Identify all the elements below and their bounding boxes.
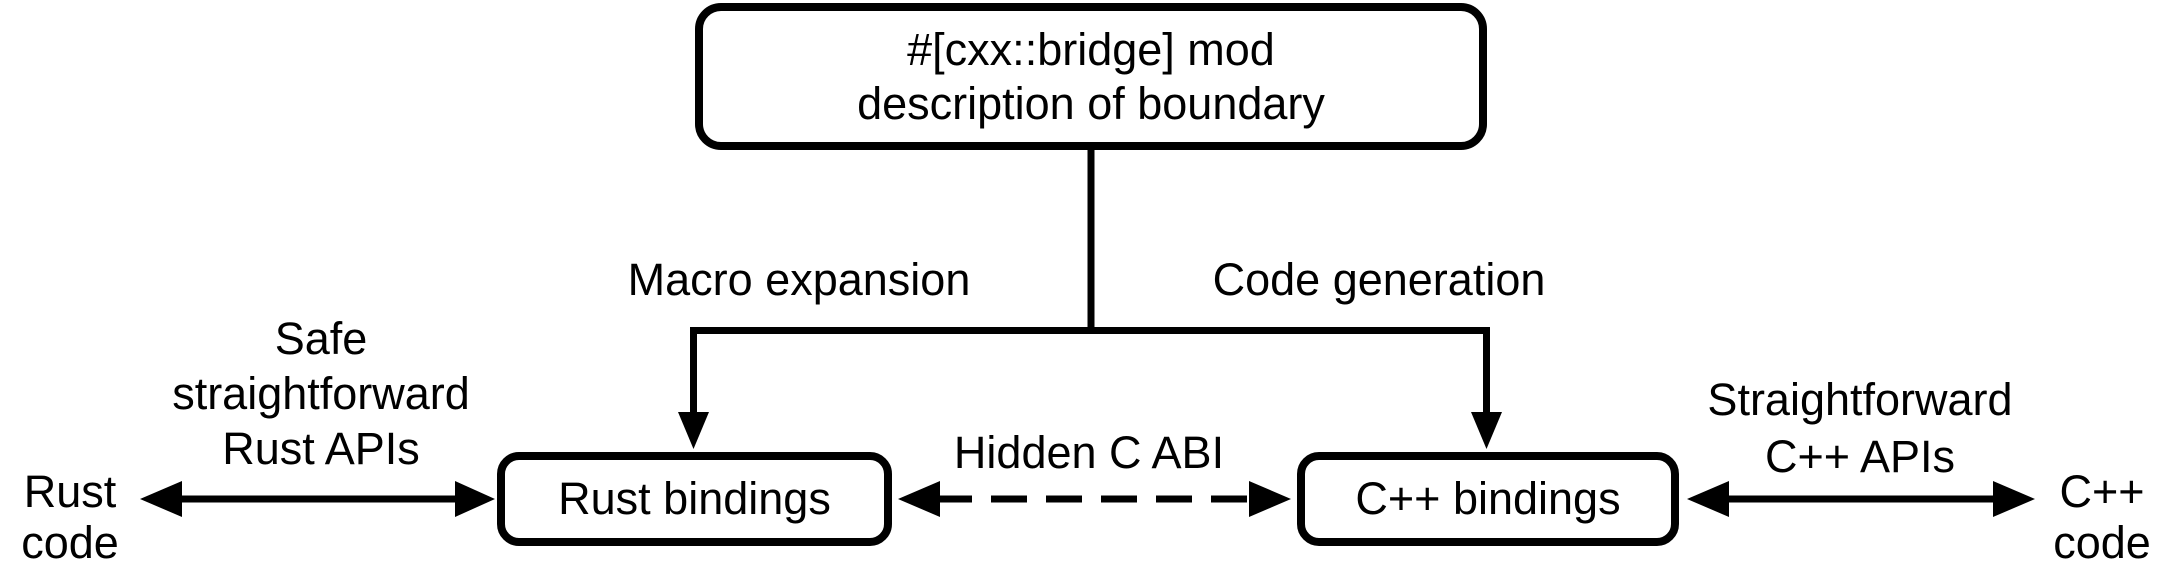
rust-code-line1: Rust [23,466,117,517]
code-generation-arrow [1471,327,1502,449]
safe-rust-apis-label: Safe straightforward Rust APIs [172,311,470,476]
macro-expansion-label: Macro expansion [627,254,971,305]
rust-code-line2: code [21,517,119,568]
cpp-bindings-label: C++ bindings [1355,473,1621,524]
safe-rust-apis-line3: Rust APIs [222,423,420,474]
safe-rust-apis-line2: straightforward [172,368,470,419]
cpp-code-line1: C++ [2059,466,2145,517]
hidden-c-abi-double-arrow [898,481,1291,517]
rust-api-double-arrow [140,481,495,517]
trunk-connector [690,146,1490,334]
straightforward-cpp-apis-line2: C++ APIs [1764,431,1956,482]
cpp-code-endpoint: C++ code [2053,466,2151,568]
bridge-mod-node: #[cxx::bridge] mod description of bounda… [695,3,1487,150]
rust-bindings-node: Rust bindings [497,452,892,546]
rust-bindings-label: Rust bindings [558,473,831,524]
cpp-api-double-arrow [1687,481,2035,517]
straightforward-cpp-apis-line1: Straightforward [1707,374,2013,425]
macro-expansion-arrow [678,327,709,449]
cpp-code-line2: code [2053,517,2151,568]
bridge-mod-line2: description of boundary [857,77,1325,129]
bridge-mod-line1: #[cxx::bridge] mod [907,23,1275,75]
cpp-bindings-node: C++ bindings [1297,452,1679,546]
straightforward-cpp-apis-label: Straightforward C++ APIs [1707,371,2012,485]
rust-code-endpoint: Rust code [21,466,119,568]
code-generation-label: Code generation [1212,254,1546,305]
hidden-c-abi-label: Hidden C ABI [953,427,1225,478]
safe-rust-apis-line1: Safe [274,313,368,364]
